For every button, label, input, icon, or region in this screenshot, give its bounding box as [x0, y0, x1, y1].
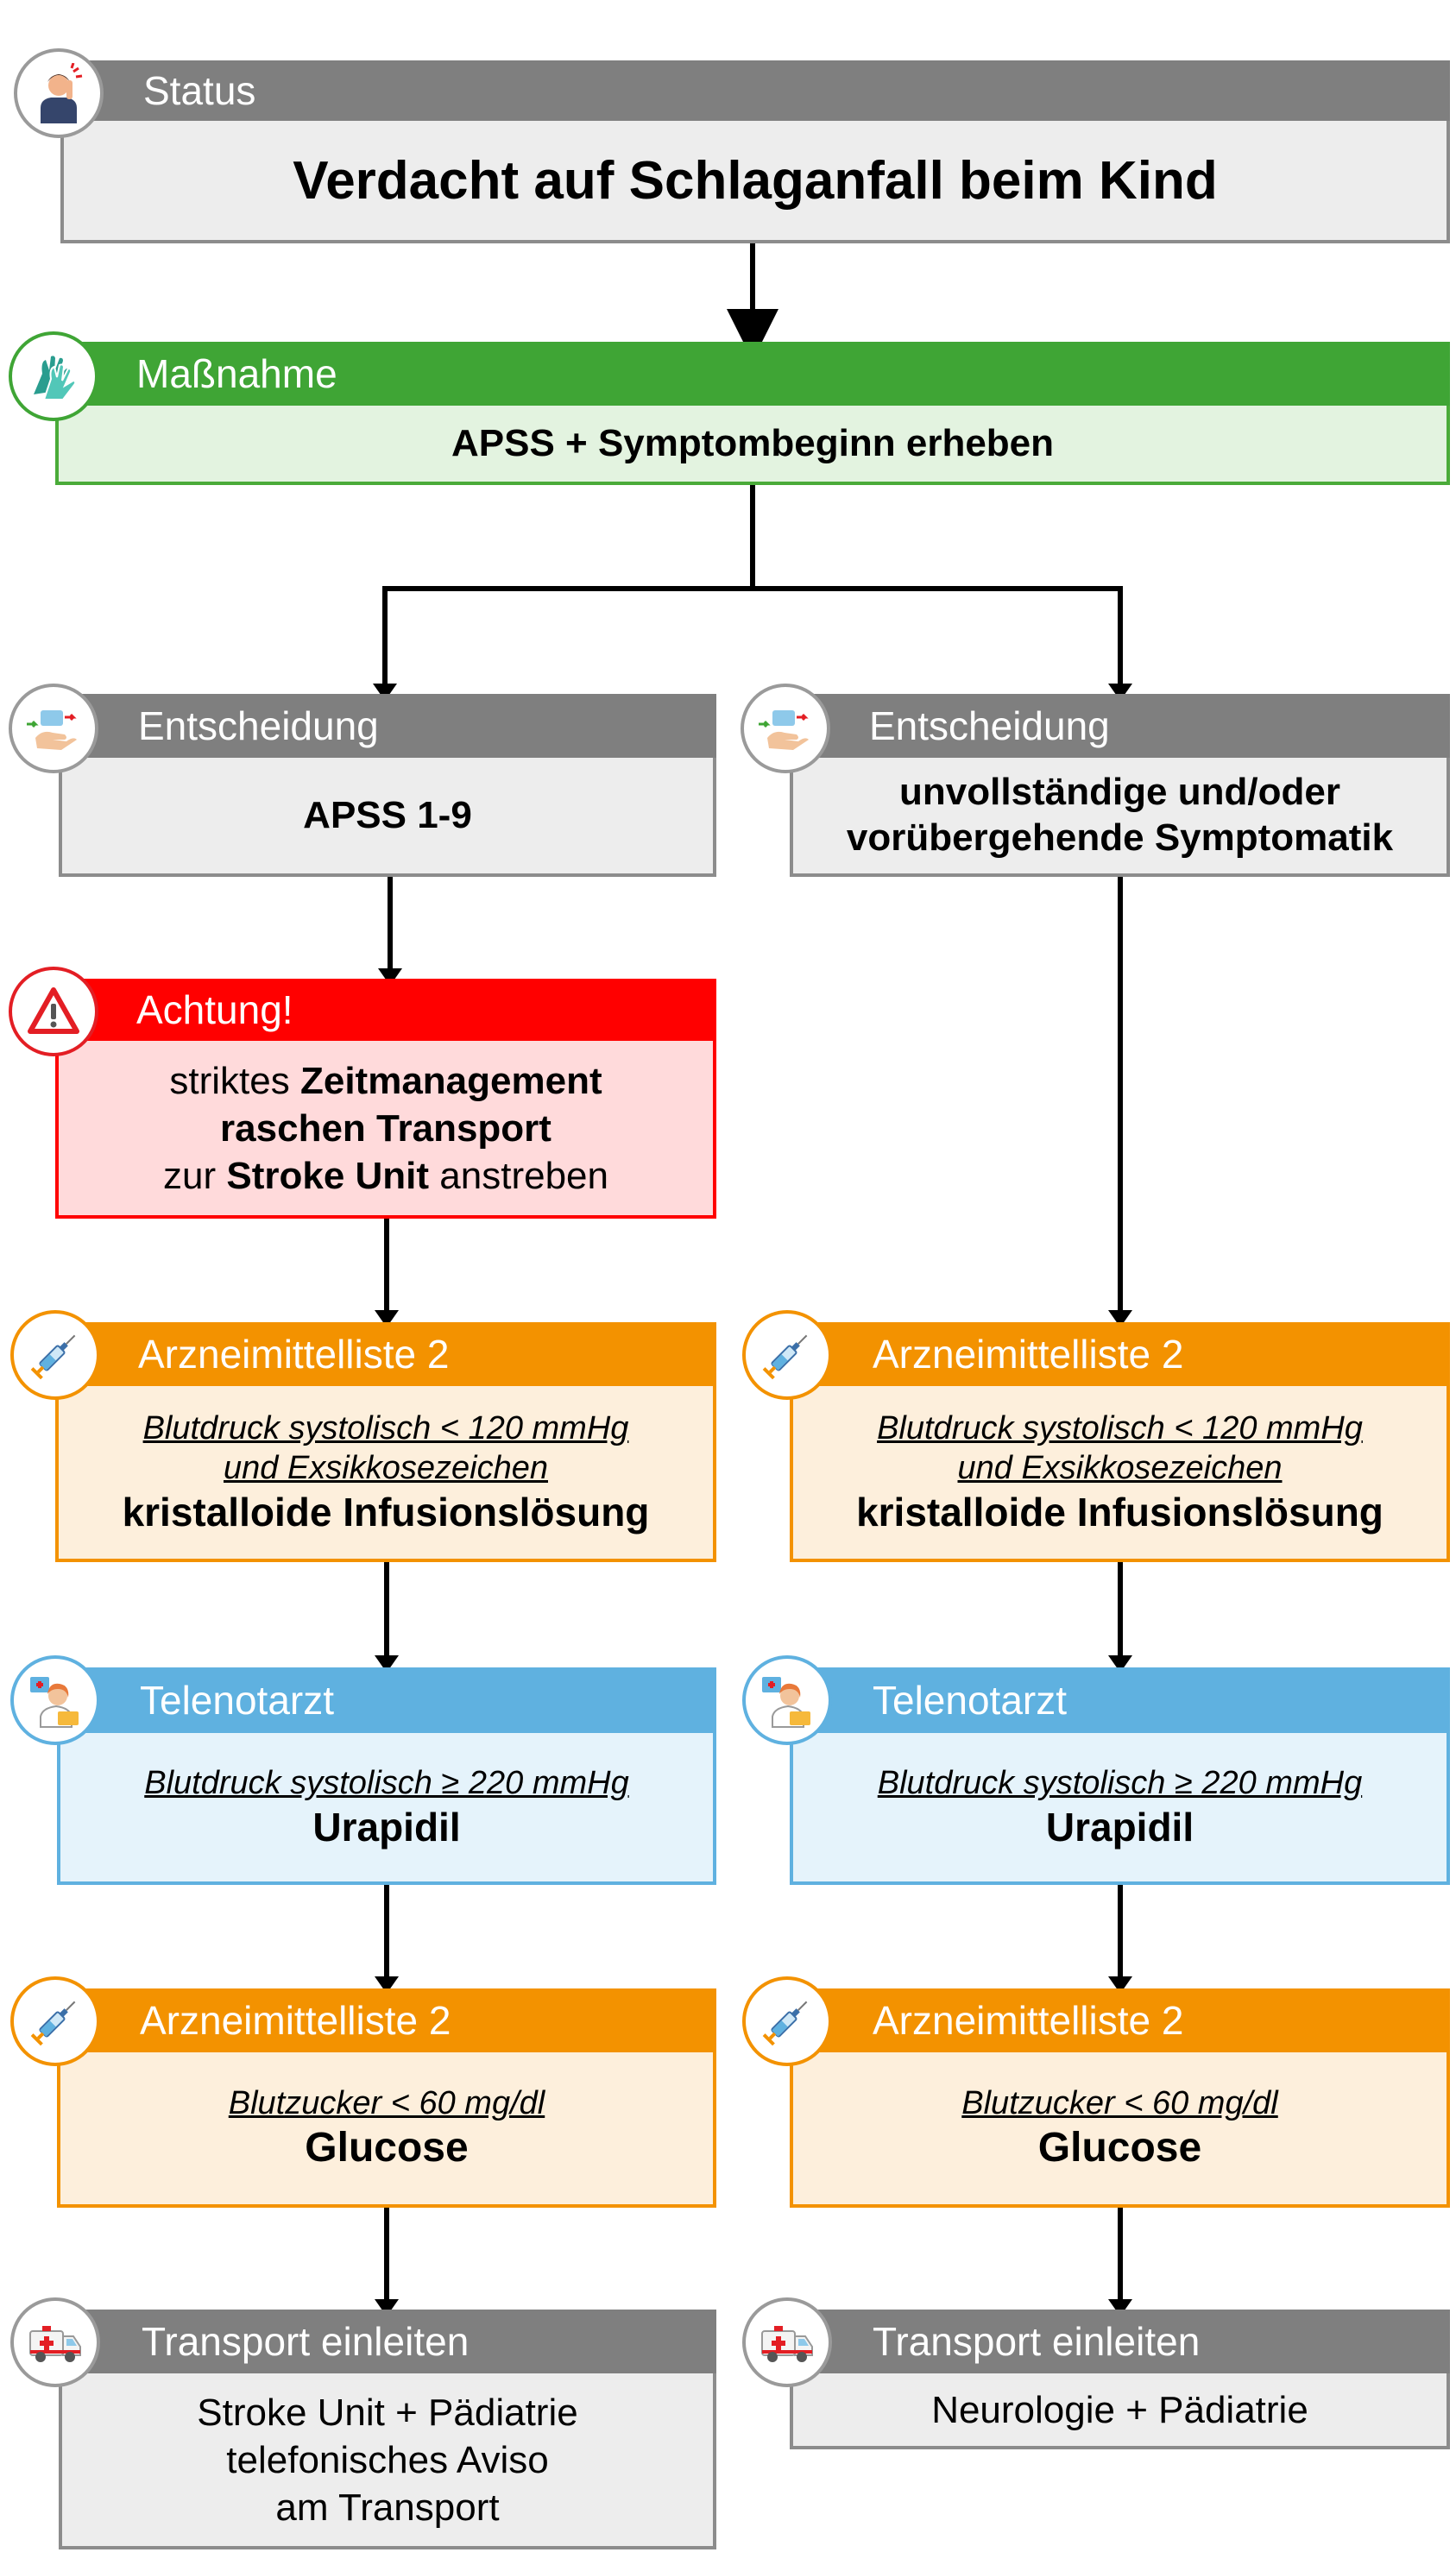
left-tele-condition: Blutdruck systolisch ≥ 220 mmHg [144, 1765, 629, 1802]
right-med2-drug: Glucose [1037, 2125, 1202, 2171]
warning-line2-bold: raschen Transport [220, 1106, 552, 1150]
gloves-icon [9, 331, 98, 421]
left-decision-box: Entscheidung APSS 1-9 [59, 694, 716, 877]
measure-header: Maßnahme [55, 342, 1450, 406]
warning-line3-post: anstreben [429, 1154, 608, 1197]
right-med1-drug: kristalloide Infusionslösung [856, 1489, 1384, 1535]
right-decision-line1: unvollständige und/oder [899, 771, 1340, 814]
right-transport-line1: Neurologie + Pädiatrie [931, 2388, 1308, 2431]
syringe-icon [742, 1310, 832, 1400]
right-tele-header: Telenotarzt [790, 1667, 1450, 1733]
left-med2-drug: Glucose [305, 2125, 469, 2171]
syringe-icon [742, 1976, 832, 2066]
warning-line3-bold: Stroke Unit [226, 1154, 430, 1197]
right-med2-condition: Blutzucker < 60 mg/dl [961, 2085, 1278, 2122]
syringe-icon [10, 1310, 100, 1400]
right-med1-box: Arzneimittelliste 2 Blutdruck systolisch… [790, 1322, 1450, 1562]
right-med1-header: Arzneimittelliste 2 [790, 1322, 1450, 1386]
right-med1-condition2: und Exsikkosezeichen [957, 1450, 1283, 1487]
left-tele-box: Telenotarzt Blutdruck systolisch ≥ 220 m… [57, 1667, 716, 1885]
warning-line1-bold: Zeitmanagement [299, 1059, 602, 1102]
left-transport-line1: Stroke Unit + Pädiatrie [197, 2391, 578, 2434]
doctor-monitor-icon [10, 1655, 100, 1745]
left-med1-condition2: und Exsikkosezeichen [224, 1450, 548, 1487]
status-header: Status [60, 60, 1450, 121]
doctor-monitor-icon [742, 1655, 832, 1745]
measure-text: APSS + Symptombeginn erheben [451, 421, 1055, 464]
left-med1-drug: kristalloide Infusionslösung [122, 1489, 650, 1535]
right-decision-header: Entscheidung [790, 694, 1450, 758]
left-decision-header: Entscheidung [59, 694, 716, 758]
left-med1-box: Arzneimittelliste 2 Blutdruck systolisch… [55, 1322, 716, 1562]
left-med1-condition1: Blutdruck systolisch < 120 mmHg [142, 1410, 629, 1447]
left-transport-header: Transport einleiten [59, 2310, 716, 2373]
status-text: Verdacht auf Schlaganfall beim Kind [293, 150, 1218, 211]
left-transport-line3: am Transport [275, 2486, 500, 2529]
left-decision-text: APSS 1-9 [303, 793, 472, 836]
status-box: Status Verdacht auf Schlaganfall beim Ki… [60, 60, 1450, 243]
left-transport-line2: telefonisches Aviso [226, 2438, 549, 2481]
right-tele-box: Telenotarzt Blutdruck systolisch ≥ 220 m… [790, 1667, 1450, 1885]
warning-line3-pre: zur [163, 1154, 227, 1197]
left-tele-header: Telenotarzt [57, 1667, 716, 1733]
ambulance-icon [742, 2297, 832, 2387]
measure-box: Maßnahme APSS + Symptombeginn erheben [55, 342, 1450, 485]
right-transport-header: Transport einleiten [790, 2310, 1450, 2373]
right-decision-box: Entscheidung unvollständige und/oder vor… [790, 694, 1450, 877]
left-med2-condition: Blutzucker < 60 mg/dl [228, 2085, 545, 2122]
right-transport-box: Transport einleiten Neurologie + Pädiatr… [790, 2310, 1450, 2449]
right-med1-condition1: Blutdruck systolisch < 120 mmHg [877, 1410, 1363, 1447]
left-tele-drug: Urapidil [312, 1804, 461, 1850]
warning-box: Achtung! striktes Zeitmanagement raschen… [55, 979, 716, 1219]
patient-headache-icon [14, 48, 104, 138]
right-tele-drug: Urapidil [1045, 1804, 1194, 1850]
decision-hand-icon [741, 684, 830, 773]
warning-header: Achtung! [55, 979, 716, 1041]
right-decision-line2: vorübergehende Symptomatik [846, 816, 1394, 859]
decision-hand-icon [9, 684, 98, 773]
left-med1-header: Arzneimittelliste 2 [55, 1322, 716, 1386]
right-tele-condition: Blutdruck systolisch ≥ 220 mmHg [877, 1765, 1363, 1802]
left-med2-header: Arzneimittelliste 2 [57, 1988, 716, 2052]
syringe-icon [10, 1976, 100, 2066]
left-transport-box: Transport einleiten Stroke Unit + Pädiat… [59, 2310, 716, 2549]
warning-triangle-icon [9, 967, 98, 1056]
right-med2-header: Arzneimittelliste 2 [790, 1988, 1450, 2052]
left-med2-box: Arzneimittelliste 2 Blutzucker < 60 mg/d… [57, 1988, 716, 2208]
right-med2-box: Arzneimittelliste 2 Blutzucker < 60 mg/d… [790, 1988, 1450, 2208]
warning-line1-pre: striktes [169, 1059, 300, 1102]
ambulance-icon [10, 2297, 100, 2387]
